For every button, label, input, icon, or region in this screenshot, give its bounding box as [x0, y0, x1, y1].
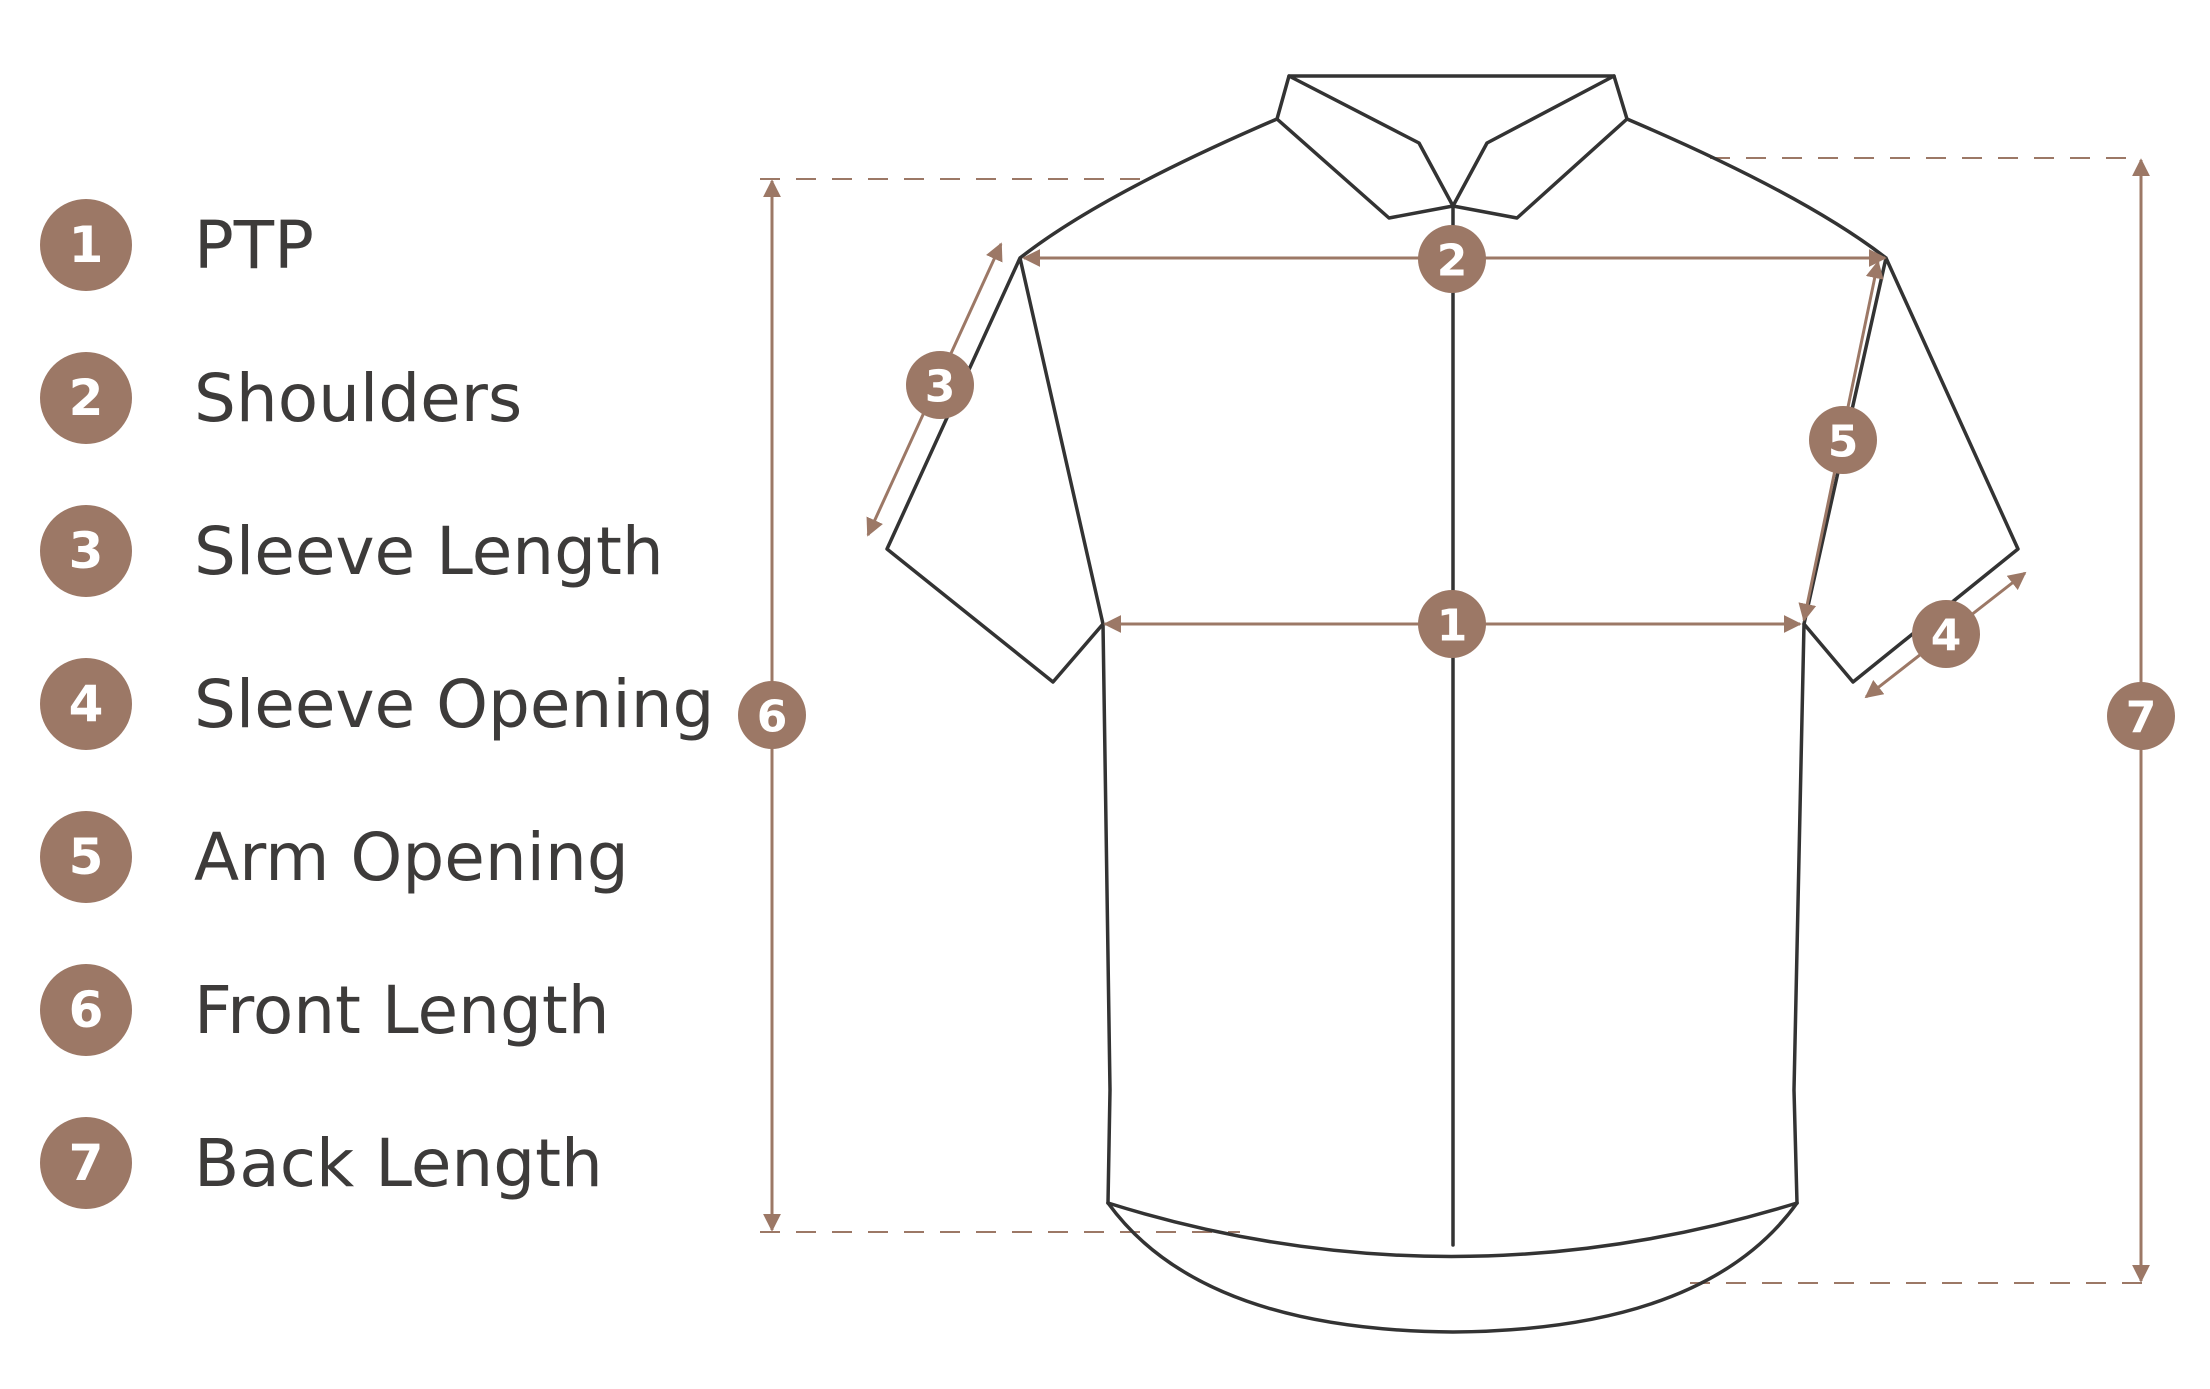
measurement-arrows	[763, 158, 2150, 1283]
marker-5: 5	[1809, 406, 1877, 474]
left-side-seam	[1101, 622, 1112, 1205]
marker-5-circle	[1809, 406, 1877, 474]
legend-badge: 2	[40, 352, 132, 444]
marker-1: 1	[1418, 590, 1486, 658]
legend-label: Sleeve Opening	[194, 665, 715, 743]
marker-3-number: 3	[925, 362, 956, 413]
marker-6-number: 6	[757, 692, 788, 743]
legend-label: Arm Opening	[194, 818, 629, 896]
marker-7-number: 7	[2126, 693, 2157, 744]
legend-item-arm-opening: 5 Arm Opening	[40, 810, 629, 904]
guide-lines	[760, 157, 2142, 1284]
marker-7: 7	[2107, 682, 2175, 750]
marker-5-number: 5	[1828, 417, 1859, 468]
marker-4-number: 4	[1931, 611, 1962, 662]
marker-7-circle	[2107, 682, 2175, 750]
legend-label: PTP	[194, 206, 314, 284]
marker-1-number: 1	[1437, 601, 1468, 652]
legend-badge: 4	[40, 658, 132, 750]
marker-6-circle	[738, 681, 806, 749]
legend-label: Shoulders	[194, 359, 523, 437]
legend-item-ptp: 1 PTP	[40, 198, 314, 292]
legend-item-shoulders: 2 Shoulders	[40, 351, 522, 445]
collar-left	[1275, 74, 1455, 220]
collar-band	[1275, 74, 1629, 121]
marker-1-circle	[1418, 590, 1486, 658]
legend-label: Sleeve Length	[194, 512, 664, 590]
marker-4-circle	[1912, 600, 1980, 668]
legend-item-back-length: 7 Back Length	[40, 1116, 603, 1210]
marker-2-number: 2	[1437, 236, 1468, 287]
marker-2: 2	[1418, 225, 1486, 293]
right-side-seam	[1792, 622, 1806, 1205]
legend-item-sleeve-length: 3 Sleeve Length	[40, 504, 664, 598]
marker-4: 4	[1912, 600, 1980, 668]
marker-6: 6	[738, 681, 806, 749]
legend-item-front-length: 6 Front Length	[40, 963, 610, 1057]
right-sleeve	[1625, 117, 2020, 684]
shirt-outline	[885, 74, 2020, 1334]
left-sleeve	[885, 117, 1279, 684]
hem-front	[1106, 1201, 1799, 1259]
legend-badge: 6	[40, 964, 132, 1056]
marker-3: 3	[906, 351, 974, 419]
legend-badge: 7	[40, 1117, 132, 1209]
measurement-markers: 1 2 3 4 5 6 7	[738, 225, 2175, 750]
legend-item-sleeve-opening: 4 Sleeve Opening	[40, 657, 714, 751]
marker-3-circle	[906, 351, 974, 419]
legend-label: Front Length	[194, 971, 610, 1049]
legend-badge: 1	[40, 199, 132, 291]
marker-2-circle	[1418, 225, 1486, 293]
legend-label: Back Length	[194, 1124, 603, 1202]
measurement-legend: 1 PTP 2 Shoulders 3 Sleeve Length 4 Slee…	[40, 0, 720, 1389]
hem-back	[1106, 1201, 1799, 1334]
legend-badge: 5	[40, 811, 132, 903]
collar-right	[1451, 74, 1629, 220]
legend-badge: 3	[40, 505, 132, 597]
